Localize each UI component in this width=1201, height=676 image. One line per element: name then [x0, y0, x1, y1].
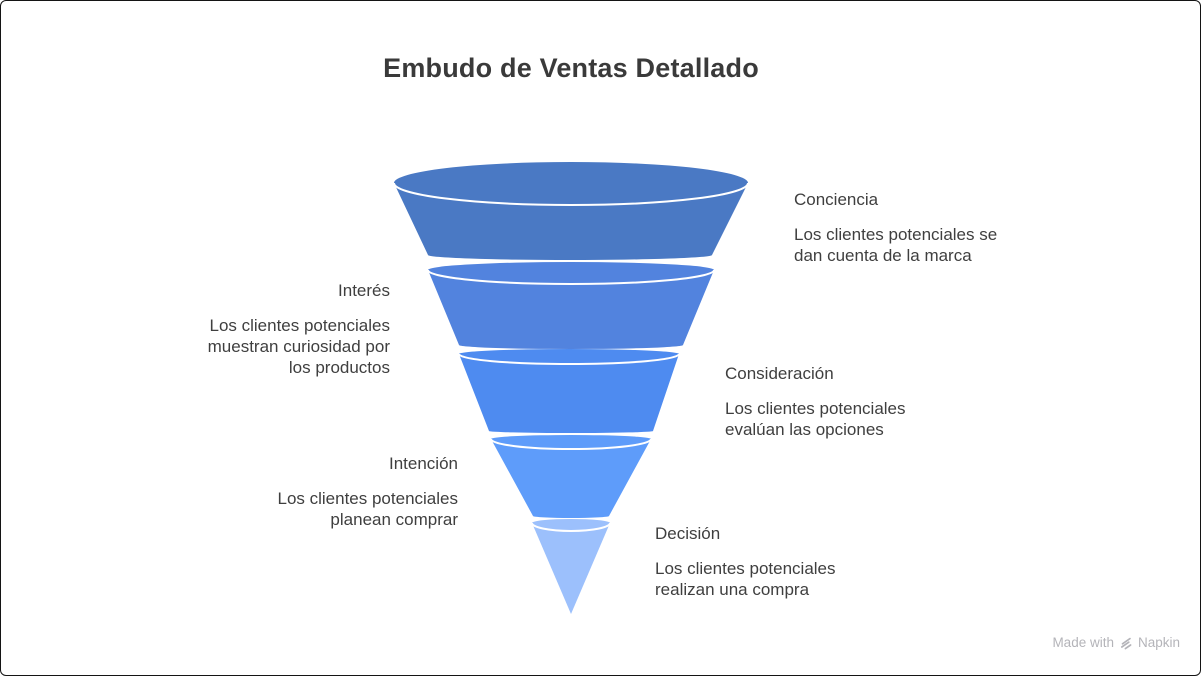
- desc-line: dan cuenta de la marca: [794, 246, 972, 265]
- stage-title-conciencia: Conciencia: [794, 190, 879, 209]
- funnel-rim-intencion: [490, 438, 652, 450]
- funnel: [393, 162, 749, 614]
- desc-line: los productos: [288, 358, 390, 377]
- stage-desc-decision: Los clientes potenciales realizan una co…: [655, 558, 895, 600]
- stage-desc-intencion: Los clientes potenciales planean comprar: [218, 488, 458, 530]
- desc-line: planean comprar: [330, 510, 458, 529]
- desc-line: Los clientes potenciales: [725, 399, 906, 418]
- stage-label-conciencia: Conciencia Los clientes potenciales se d…: [794, 189, 1034, 266]
- stage-label-consideracion: Consideración Los clientes potenciales e…: [725, 363, 965, 440]
- funnel-segment-intencion: [491, 435, 651, 518]
- desc-line: muestran curiosidad por: [207, 337, 390, 356]
- desc-line: Los clientes potenciales: [209, 316, 390, 335]
- watermark-brand: Napkin: [1137, 635, 1180, 650]
- desc-line: evalúan las opciones: [725, 420, 884, 439]
- funnel-segment-conciencia: [394, 162, 748, 260]
- stage-title-interes: Interés: [338, 281, 390, 300]
- stage-title-decision: Decisión: [655, 524, 721, 543]
- desc-line: Los clientes potenciales: [277, 489, 458, 508]
- funnel-rim-decision: [531, 522, 611, 532]
- stage-title-consideracion: Consideración: [725, 364, 834, 383]
- stage-desc-interes: Los clientes potenciales muestran curios…: [150, 315, 390, 378]
- stage-label-decision: Decisión Los clientes potenciales realiz…: [655, 523, 895, 600]
- stage-desc-consideracion: Los clientes potenciales evalúan las opc…: [725, 398, 965, 440]
- funnel-segment-decision: [532, 519, 610, 614]
- desc-line: Los clientes potenciales se: [794, 225, 998, 244]
- stage-label-intencion: Intención Los clientes potenciales plane…: [218, 453, 458, 530]
- funnel-rim-interes: [427, 269, 715, 285]
- watermark-prefix: Made with: [1052, 635, 1114, 650]
- funnel-rim-consideracion: [458, 353, 680, 365]
- funnel-segment-interes: [428, 262, 714, 349]
- desc-line: realizan una compra: [655, 580, 810, 599]
- stage-title-intencion: Intención: [389, 454, 458, 473]
- napkin-logo-icon: [1120, 637, 1132, 649]
- funnel-rim-conciencia: [393, 182, 749, 206]
- desc-line: Los clientes potenciales: [655, 559, 836, 578]
- stage-desc-conciencia: Los clientes potenciales se dan cuenta d…: [794, 224, 1034, 266]
- funnel-segment-consideracion: [459, 349, 679, 433]
- diagram-title: Embudo de Ventas Detallado: [383, 53, 759, 83]
- napkin-watermark: Made with Napkin: [1052, 635, 1180, 650]
- stage-label-interes: Interés Los clientes potenciales muestra…: [150, 280, 390, 378]
